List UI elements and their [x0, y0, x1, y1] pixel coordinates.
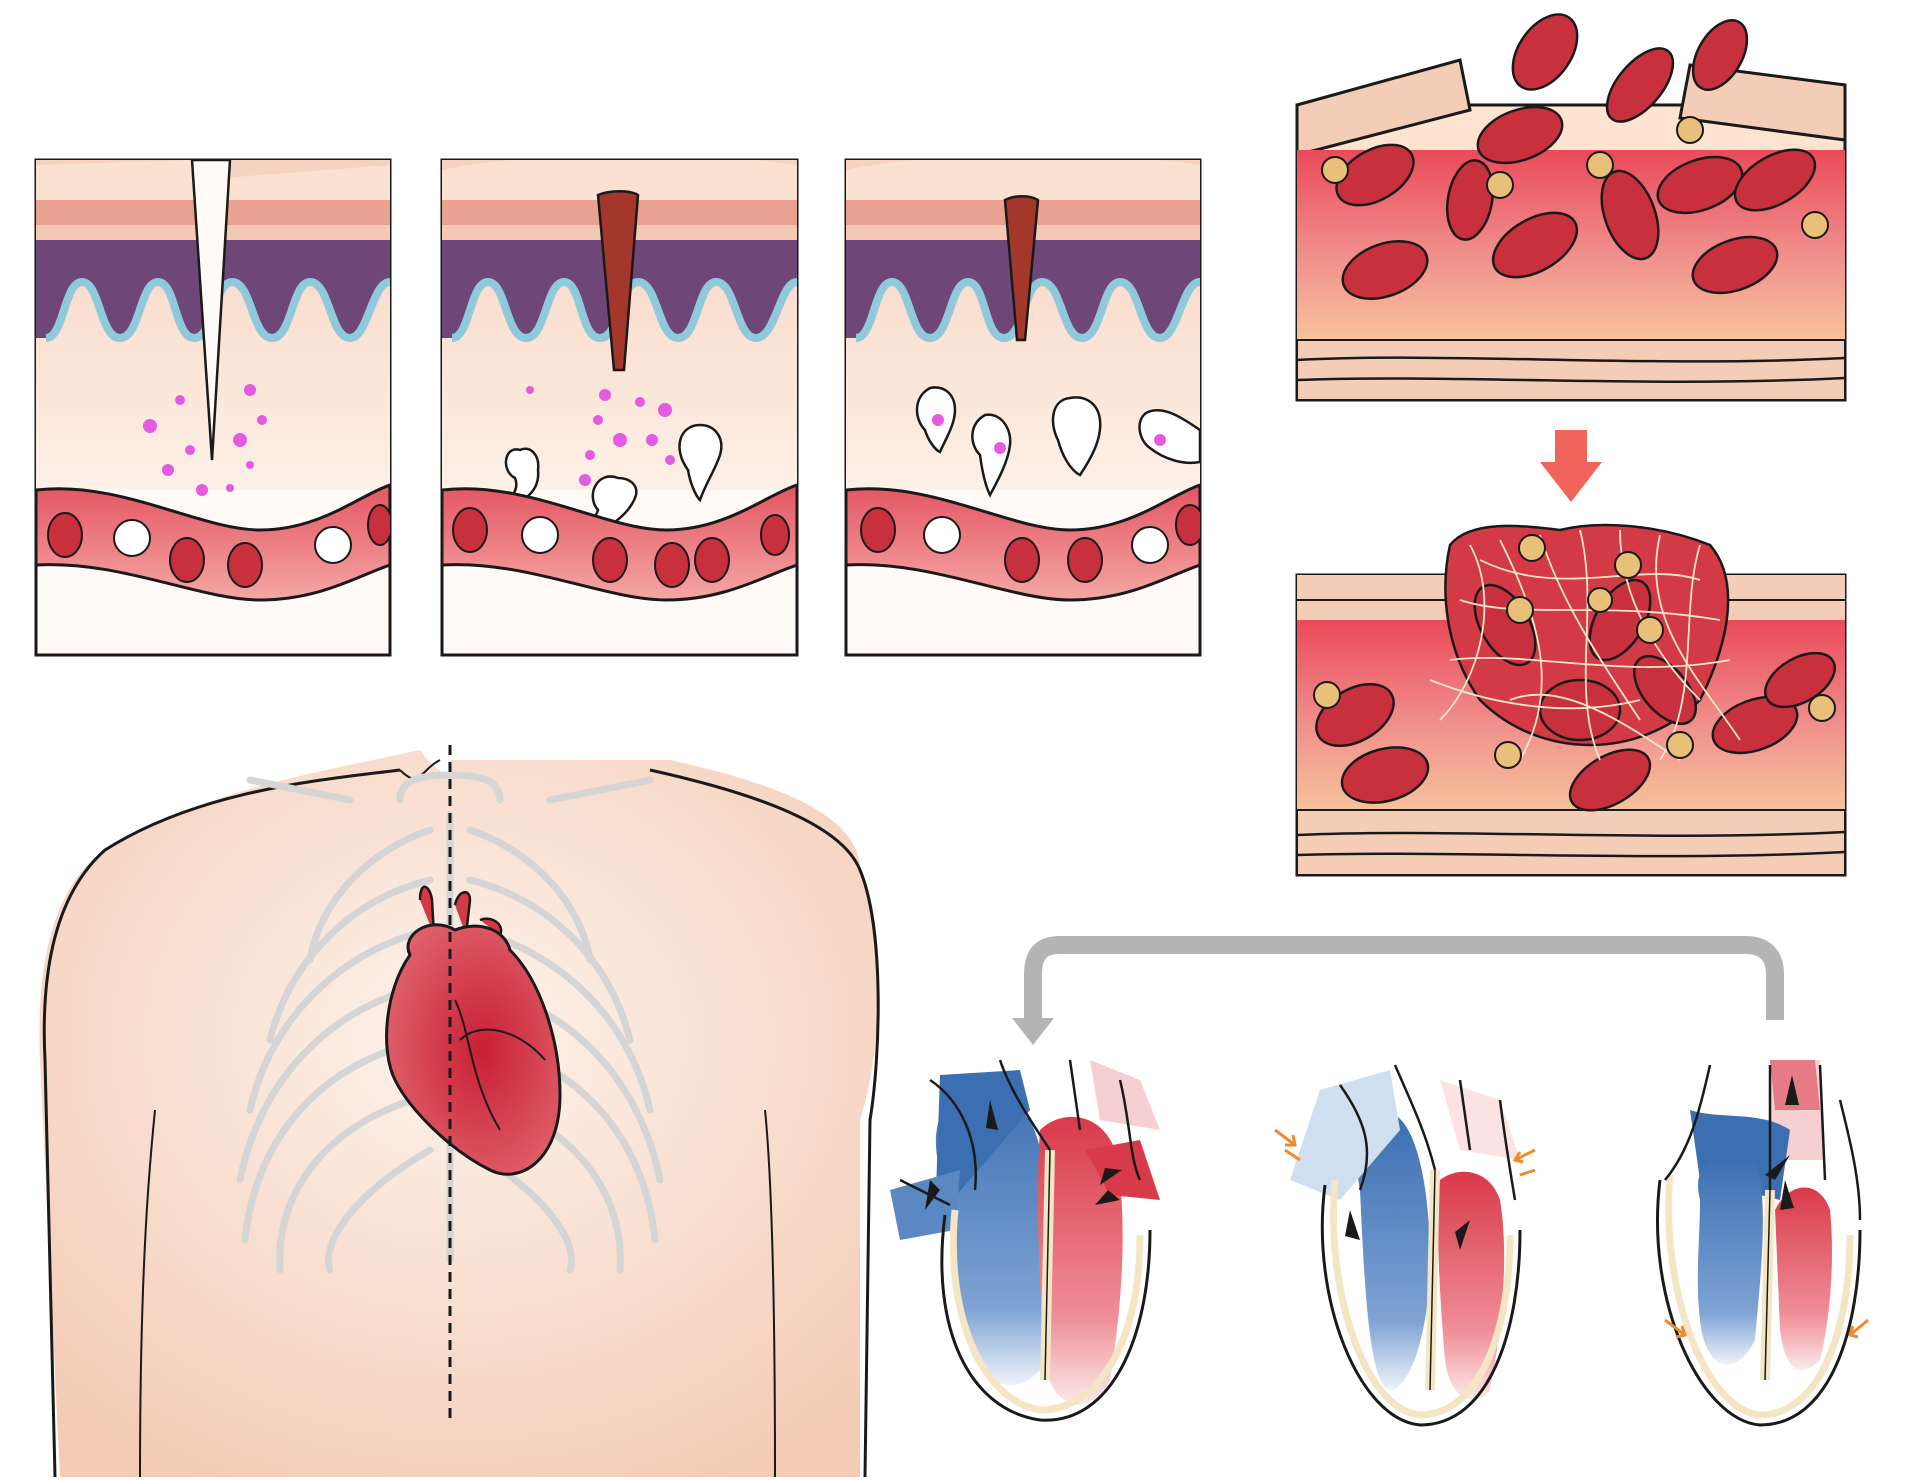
platelets [1313, 534, 1836, 769]
blood-cells [860, 504, 1200, 583]
heart [385, 885, 562, 1176]
return-bracket-arrow-icon [1012, 936, 1784, 1045]
flow-arrows [1345, 1210, 1470, 1250]
skin-wound-panel-2 [440, 158, 799, 657]
platelets [1321, 116, 1829, 239]
flow-arrows [925, 1100, 1122, 1210]
down-arrow-icon [1540, 430, 1602, 502]
flow-arrows [1765, 1075, 1799, 1210]
heart-cycle-diagram-3 [1656, 1060, 1869, 1427]
clotting-panel-fibrin-clot [1295, 523, 1847, 877]
red-blood-cells [1335, 13, 1817, 300]
clotting-panel-broken-vessel [1295, 13, 1847, 402]
skin-wound-panel-3 [844, 158, 1202, 657]
blood-cells [452, 507, 790, 588]
white-blood-cells [915, 386, 1200, 498]
blood-cells [47, 504, 390, 588]
skin-wound-panel-1 [34, 158, 392, 657]
contraction-arrows [1664, 1318, 1869, 1339]
heart-cycle-diagram-2 [1274, 1064, 1536, 1427]
contraction-arrows [1274, 1128, 1536, 1177]
torso-heart-ribcage-illustration [39, 745, 880, 1478]
heart-cycle-diagram-1 [890, 1059, 1160, 1422]
chemical-signals [526, 386, 675, 486]
chemical-signals [143, 384, 267, 496]
